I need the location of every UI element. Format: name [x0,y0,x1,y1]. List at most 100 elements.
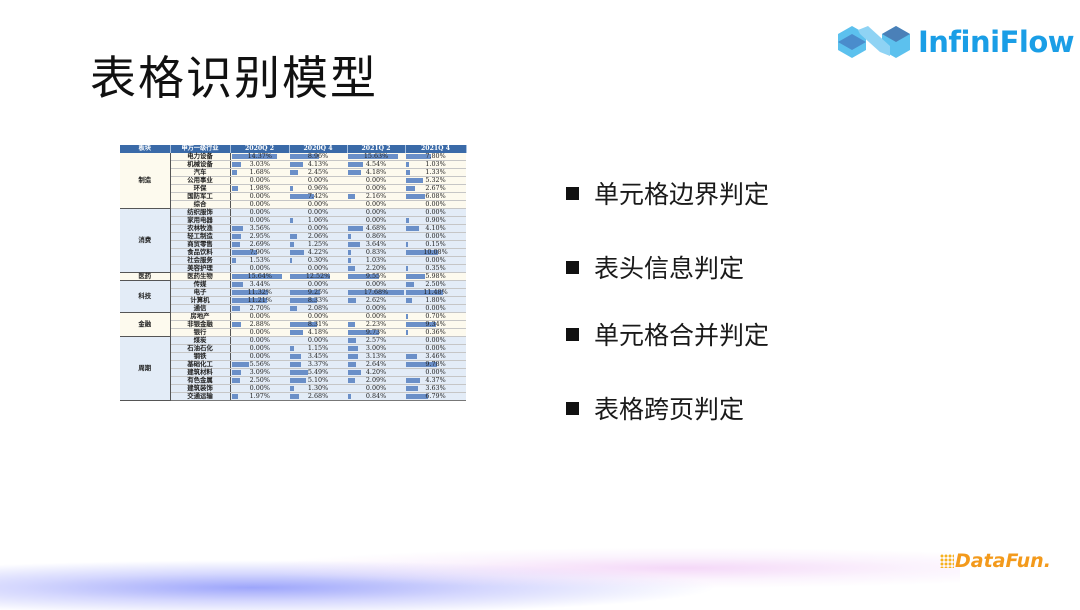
value-cell: 0.00% [230,384,289,393]
data-bar [406,290,443,295]
square-bullet-icon [566,260,579,274]
value-cell: 0.00% [347,280,405,289]
value-text: 0.00% [307,208,329,216]
value-cell: 4.18% [289,328,347,337]
value-cell: 0.00% [405,256,466,265]
square-bullet-icon [566,186,579,200]
data-bar [406,162,410,167]
data-bar [290,162,304,167]
industry-cell: 美容护理 [170,264,231,273]
data-bar [348,378,355,383]
value-cell: 1.15% [289,344,347,353]
data-bar [231,154,278,159]
value-text: 4.54% [365,160,387,168]
value-text: 1.25% [307,240,329,248]
industry-cell: 交通运输 [170,392,231,401]
value-cell: 0.70% [405,312,466,321]
value-text: 2.95% [249,232,270,240]
value-cell: 1.30% [289,384,347,393]
data-bar [406,226,420,231]
data-bar [231,290,268,295]
data-bar [348,394,351,399]
industry-cell: 家用电器 [170,216,231,225]
value-cell: 3.64% [347,240,405,249]
sector-cell: 消费 [120,208,171,273]
value-text: 0.35% [425,264,446,272]
bullet-label: 单元格合并判定 [594,321,770,350]
data-bar [406,394,428,399]
value-cell: 2.50% [405,280,466,289]
industry-cell: 机械设备 [170,160,231,169]
value-text: 9.25% [307,288,329,296]
data-bar [290,298,317,303]
value-text: 0.00% [249,352,270,360]
data-bar [290,170,298,175]
value-text: 0.00% [365,312,387,320]
value-cell: 3.45% [289,352,347,361]
value-text: 11.32% [247,288,272,296]
data-bar [348,330,380,335]
value-text: 0.00% [425,256,446,264]
value-cell: 0.36% [405,328,466,337]
industry-cell: 石油石化 [170,344,231,353]
value-cell: 14.37% [230,153,289,161]
value-text: 4.37% [425,376,446,384]
value-cell: 1.03% [347,256,405,265]
value-cell: 9.55% [347,272,405,281]
value-text: 10.08% [423,248,448,256]
value-cell: 5.10% [289,376,347,385]
data-bar [290,274,331,279]
data-bar [406,330,408,335]
value-text: 1.80% [425,296,446,304]
industry-cell: 房地产 [170,312,231,321]
value-cell: 0.00% [289,336,347,345]
data-bar [406,194,426,199]
value-cell: 0.86% [347,232,405,241]
data-bar [231,162,242,167]
data-bar [348,242,360,247]
data-bar [231,274,282,279]
value-cell: 3.56% [230,224,289,233]
value-cell: 2.16% [347,192,405,201]
value-cell: 0.00% [230,312,289,321]
data-bar [290,234,297,239]
value-text: 2.45% [307,168,329,176]
data-bar [348,354,359,359]
data-bar [406,266,408,271]
value-cell: 12.52% [289,272,347,281]
value-text: 0.00% [307,176,329,184]
value-text: 0.00% [307,280,329,288]
industry-cell: 汽车 [170,168,231,177]
value-cell: 2.69% [230,240,289,249]
header-2021q2: 2021Q 2 [347,145,406,153]
value-text: 6.79% [425,392,446,400]
datafun-logo-text: DataFun. [955,550,1051,572]
value-text: 0.00% [249,336,270,344]
bullet-label: 单元格边界判定 [594,180,770,209]
data-bar [406,386,418,391]
value-text: 11.21% [247,296,272,304]
value-text: 9.73% [365,328,387,336]
value-text: 1.30% [307,384,329,392]
value-cell: 0.00% [230,216,289,225]
data-bar [406,314,409,319]
header-2020q4: 2020Q 4 [289,145,348,153]
data-bar [290,378,307,383]
data-bar [348,234,351,239]
value-text: 0.00% [425,232,446,240]
data-bar [290,330,304,335]
industry-cell: 通信 [170,304,231,313]
data-bar [348,274,379,279]
value-text: 7.42% [307,192,329,200]
value-cell: 10.08% [405,248,466,257]
data-bar [231,282,243,287]
industry-cell: 传媒 [170,280,231,289]
data-bar [290,154,319,159]
value-text: 1.53% [249,256,270,264]
value-text: 0.70% [425,312,446,320]
